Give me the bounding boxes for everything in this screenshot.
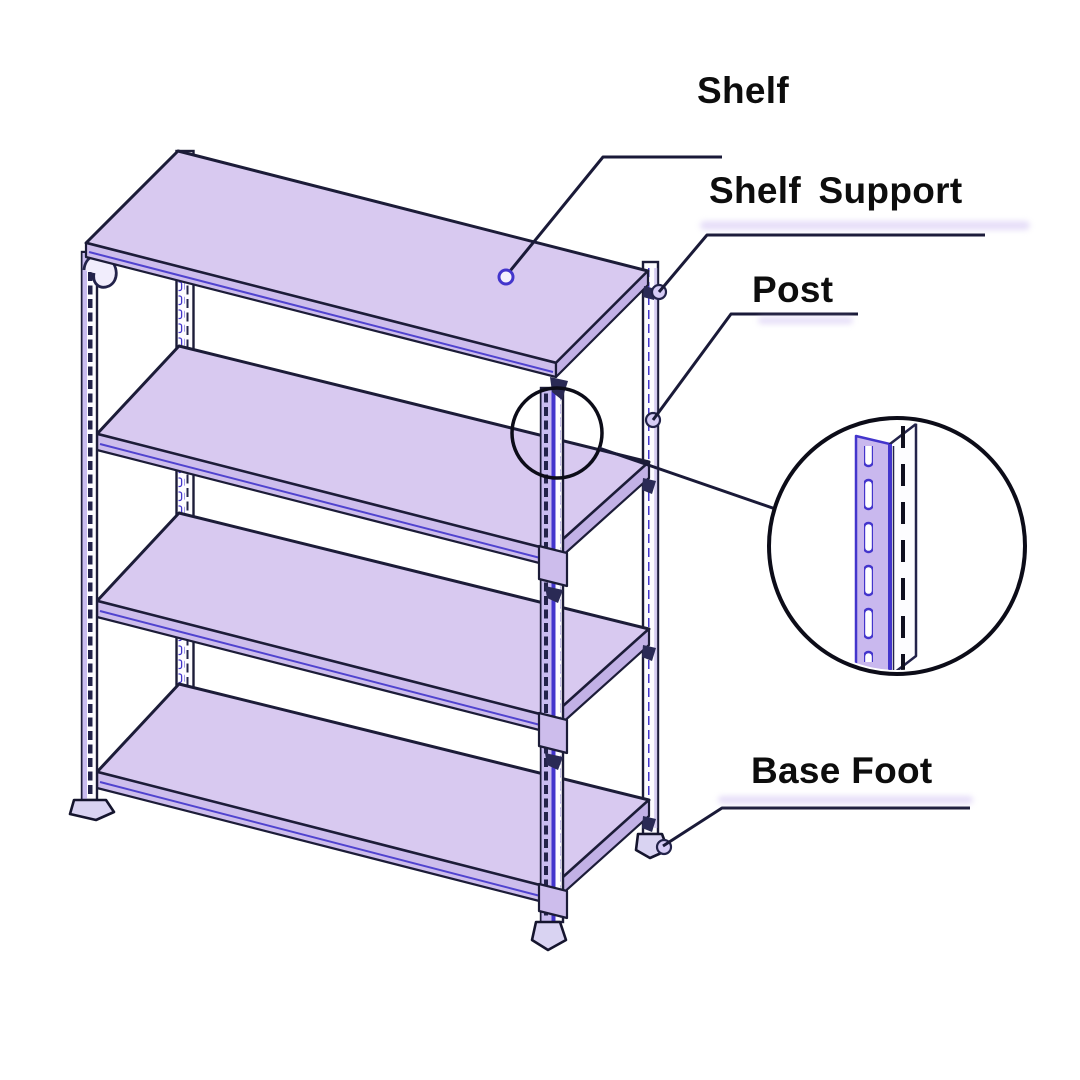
post-slot-column (557, 392, 561, 918)
shelf-support-bracket (642, 816, 656, 832)
shelf-2 (95, 344, 656, 568)
label-base-foot: Base Foot (751, 750, 933, 791)
artifact-smudge (718, 796, 973, 804)
shelf-corner-cap (537, 882, 569, 920)
post-front-left (68, 250, 118, 822)
shelf-leader-line (504, 155, 722, 277)
shelf-4 (95, 682, 656, 906)
shelf-support-leader-line (657, 233, 985, 293)
post-back-right (634, 260, 673, 860)
shelf-support-bracket (545, 753, 563, 770)
detail-dash-column (901, 424, 906, 670)
shelf-surface (84, 149, 650, 365)
annotations (497, 155, 985, 848)
shelf-support-bracket (642, 478, 656, 494)
detail-view-post-cross-section (767, 416, 1027, 676)
artifact-smudge (758, 317, 853, 324)
shelf-corner-cap (537, 544, 569, 588)
base-foot-leader-line (662, 806, 970, 848)
detail-slot-column (864, 446, 873, 662)
post-slot-column (543, 392, 548, 918)
base-foot-front-left (68, 798, 116, 822)
label-shelf: Shelf (697, 70, 789, 111)
detail-connector-line (598, 446, 791, 516)
shelf-support-bracket (642, 645, 656, 661)
zoom-area-circle (510, 386, 604, 480)
shelf-anchor-dot (497, 268, 515, 286)
shelf-support-bracket (545, 586, 563, 603)
post-front-right (530, 386, 569, 952)
label-post: Post (752, 269, 834, 310)
post-leader-line (651, 312, 858, 421)
shelf-side-edge (554, 269, 650, 379)
artifact-smudge (700, 221, 1030, 230)
label-shelf-support: Shelf Support (709, 170, 963, 211)
shelf-corner-cap (537, 711, 569, 755)
base-foot-front-right (530, 920, 568, 952)
post-slot-column (645, 268, 650, 828)
post-slot-column (88, 258, 93, 796)
shelving-unit (68, 149, 673, 952)
